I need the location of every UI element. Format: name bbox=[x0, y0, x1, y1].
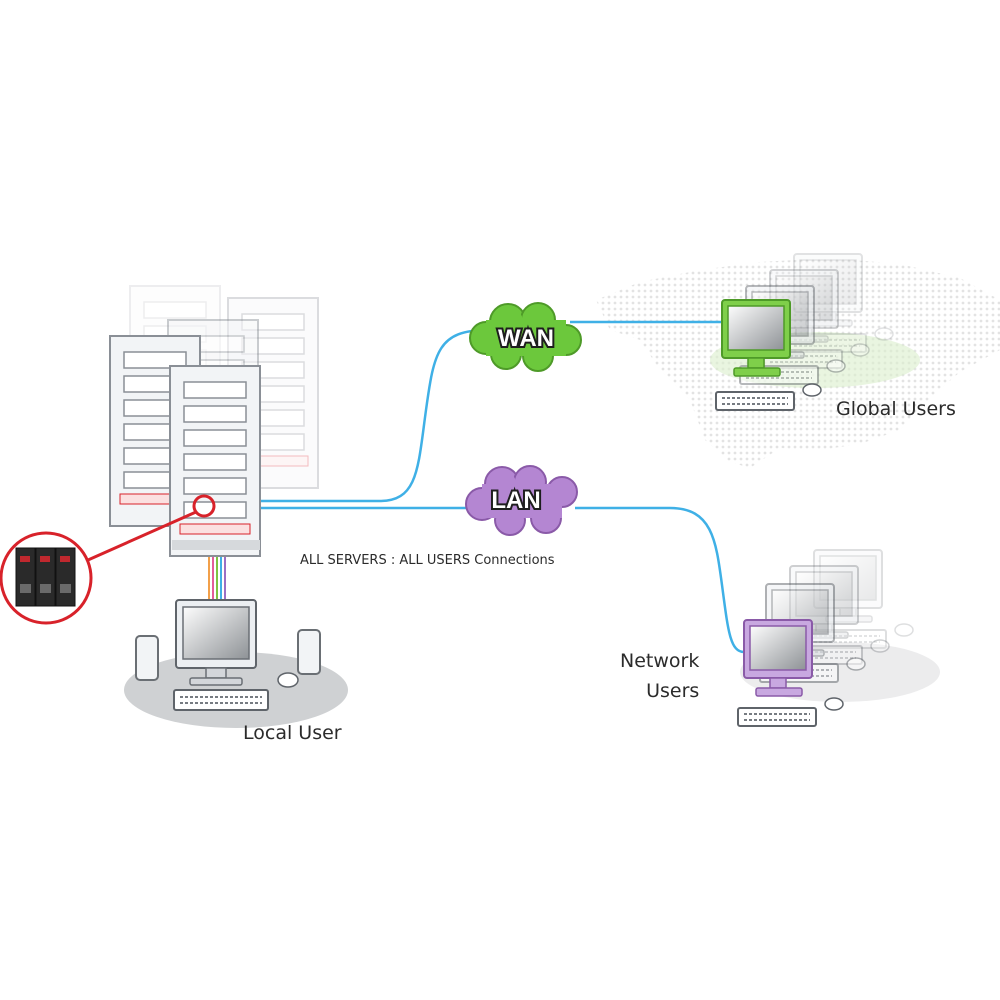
speaker-icon bbox=[135, 629, 321, 681]
module-callout bbox=[0, 494, 216, 625]
lan-label: LAN bbox=[491, 487, 540, 514]
main-server-icon bbox=[169, 365, 261, 557]
wan-cloud-icon: WAN bbox=[469, 302, 582, 372]
local-user-workstation-icon bbox=[173, 599, 299, 711]
network-users-label-line2: Users bbox=[646, 680, 700, 702]
network-users-label: Network Users bbox=[620, 646, 699, 706]
server-group bbox=[109, 285, 319, 557]
global-users-label: Global Users bbox=[836, 398, 956, 420]
local-user-cable bbox=[208, 548, 226, 602]
wan-label: WAN bbox=[498, 325, 554, 352]
network-users-group bbox=[737, 549, 940, 727]
module-icon bbox=[15, 547, 76, 607]
global-user-workstation-icon bbox=[715, 299, 822, 411]
network-user-workstation-icon bbox=[737, 619, 844, 727]
network-users-label-line1: Network bbox=[620, 650, 700, 672]
global-users-group bbox=[710, 253, 920, 411]
lan-cloud-icon: LAN bbox=[465, 465, 578, 536]
local-user-label: Local User bbox=[243, 722, 342, 744]
wan-link bbox=[260, 320, 722, 503]
local-user-group bbox=[124, 599, 348, 728]
lan-link bbox=[260, 506, 745, 654]
connections-caption: ALL SERVERS : ALL USERS Connections bbox=[300, 553, 555, 568]
